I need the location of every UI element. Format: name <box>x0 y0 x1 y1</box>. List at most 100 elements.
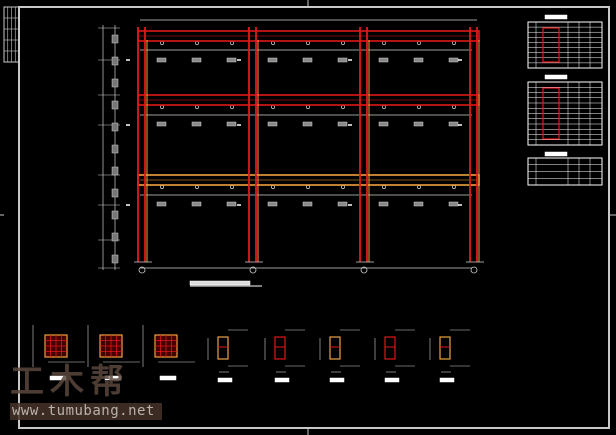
table-border <box>527 21 603 69</box>
table-title <box>544 74 568 80</box>
table-section-sketch <box>542 87 560 140</box>
rebar-tag <box>413 201 424 207</box>
section-label <box>384 377 400 383</box>
rebar-tag <box>191 57 202 63</box>
rebar-tag <box>156 201 167 207</box>
rebar-tag <box>413 121 424 127</box>
elevation-caption <box>189 280 251 286</box>
rebar-tag <box>378 201 389 207</box>
column-section-2 <box>87 325 140 381</box>
rebar-marker <box>452 105 456 109</box>
dimension-label <box>111 122 119 132</box>
rebar-marker <box>160 105 164 109</box>
rebar-tag <box>337 121 348 127</box>
dimension-label <box>111 56 119 66</box>
beam-section-3 <box>319 329 360 383</box>
rebar-tag <box>448 201 459 207</box>
rebar-tag <box>156 57 167 63</box>
axis-bubble <box>470 266 478 274</box>
rebar-tag <box>267 57 278 63</box>
rebar-marker <box>341 185 345 189</box>
beam-section-5 <box>429 329 470 383</box>
frame-elevation <box>98 19 484 287</box>
rebar-tag <box>337 201 348 207</box>
rebar-marker <box>160 41 164 45</box>
rebar-marker <box>382 185 386 189</box>
rebar-marker <box>195 185 199 189</box>
frame-border <box>18 6 610 429</box>
rebar-tag <box>448 121 459 127</box>
dimension-label <box>111 254 119 264</box>
rebar-marker <box>417 41 421 45</box>
beam-section-outline <box>384 336 396 360</box>
table-title <box>544 14 568 20</box>
column-section-1 <box>32 325 85 381</box>
beam-section-outline <box>274 336 286 360</box>
rebar-tag <box>302 121 313 127</box>
section-label <box>439 377 455 383</box>
dimension-label <box>111 210 119 220</box>
rebar-tag <box>413 57 424 63</box>
rebar-marker <box>382 105 386 109</box>
rebar-marker <box>417 185 421 189</box>
section-label <box>329 377 345 383</box>
section-label <box>274 377 290 383</box>
rebar-marker <box>417 105 421 109</box>
rebar-marker <box>306 105 310 109</box>
rebar-marker <box>195 105 199 109</box>
rebar-tag <box>378 121 389 127</box>
rebar-tag <box>302 57 313 63</box>
dimension-label <box>111 34 119 44</box>
axis-bubble <box>249 266 257 274</box>
rebar-marker <box>341 105 345 109</box>
rebar-tag <box>156 121 167 127</box>
dimension-label <box>111 78 119 88</box>
rebar-tag <box>226 121 237 127</box>
rebar-tag <box>267 121 278 127</box>
rebar-marker <box>452 185 456 189</box>
dimension-label <box>111 100 119 110</box>
axis-bubble <box>138 266 146 274</box>
dimension-label <box>111 232 119 242</box>
rebar-tag <box>226 201 237 207</box>
table-section-sketch <box>542 27 560 63</box>
watermark-url: www.tumubang.net <box>10 403 162 420</box>
rebar-marker <box>271 105 275 109</box>
rebar-marker <box>271 185 275 189</box>
rebar-marker <box>306 185 310 189</box>
rebar-tag <box>191 121 202 127</box>
rebar-marker <box>230 105 234 109</box>
rebar-marker <box>160 185 164 189</box>
rebar-marker <box>452 41 456 45</box>
beam-section-2 <box>264 329 305 383</box>
section-label <box>49 375 67 381</box>
rebar-tag <box>191 201 202 207</box>
axis-bubble <box>360 266 368 274</box>
rebar-marker <box>382 41 386 45</box>
rebar-tag <box>267 201 278 207</box>
rebar-marker <box>341 41 345 45</box>
dimension-label <box>111 188 119 198</box>
rebar-tag <box>378 57 389 63</box>
rebar-tag <box>337 57 348 63</box>
rebar-marker <box>271 41 275 45</box>
beam-section-outline <box>329 336 341 360</box>
rebar-tag <box>448 57 459 63</box>
watermark-logo: 工木帮 <box>10 362 130 402</box>
schedule-table-1 <box>527 14 603 69</box>
dimension-label <box>111 144 119 154</box>
column-section-3 <box>142 325 195 381</box>
beam-section-outline <box>217 336 229 360</box>
dimension-label <box>111 166 119 176</box>
rebar-tag <box>226 57 237 63</box>
beam-section-1 <box>207 329 248 383</box>
section-label <box>159 375 177 381</box>
beam-section-outline <box>439 336 451 360</box>
section-label <box>104 375 122 381</box>
rebar-marker <box>306 41 310 45</box>
rebar-marker <box>195 41 199 45</box>
section-label <box>217 377 233 383</box>
